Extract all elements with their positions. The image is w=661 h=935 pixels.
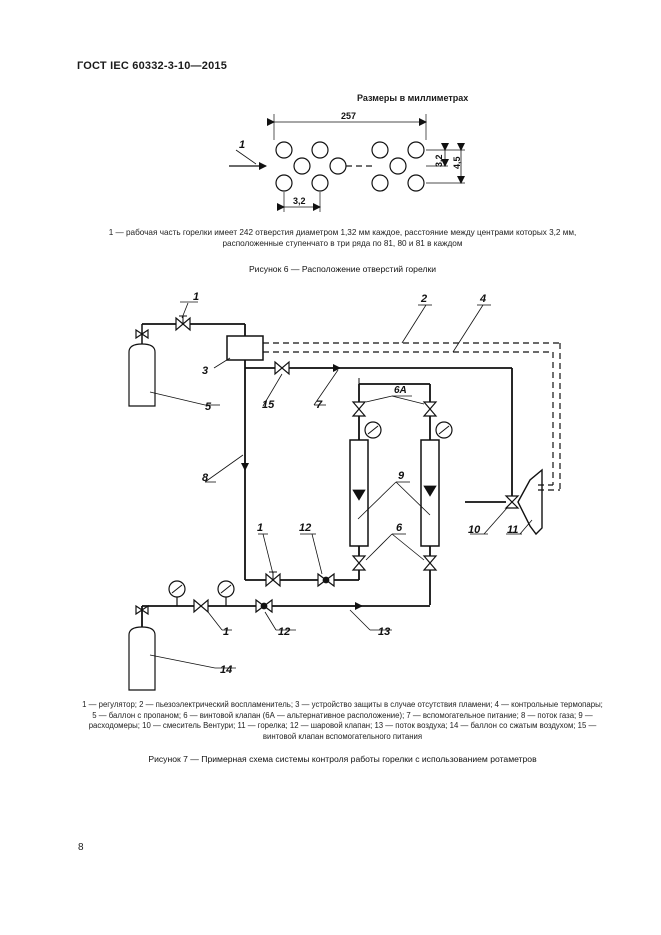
label-6-screw-valve: 6 (396, 522, 403, 534)
dim-pitch-label: 3,2 (293, 196, 306, 206)
label-1-regulator-bottom: 1 (223, 626, 229, 638)
dim-vpitch-label: 3,2 (434, 154, 444, 167)
dim-width-label: 257 (341, 111, 356, 121)
figure-6-caption: 1 — рабочая часть горелки имеет 242 отве… (108, 228, 577, 248)
fig6-label-1: 1 (239, 139, 245, 151)
page-number: 8 (78, 842, 84, 853)
label-11-burner: 11 (507, 524, 518, 536)
label-1-regulator-top: 1 (193, 291, 199, 303)
label-12-ball-valve-mid: 12 (299, 522, 311, 534)
figure-6-burner-holes (229, 114, 465, 212)
label-3-flame-device: 3 (202, 365, 208, 377)
figure-6-title: Рисунок 6 — Расположение отверстий горел… (248, 264, 437, 274)
label-15-aux-valve: 15 (262, 399, 275, 411)
label-5-propane: 5 (205, 401, 212, 413)
label-4-thermocouples: 4 (479, 293, 486, 305)
dimensions-note: Размеры в миллиметрах (357, 93, 469, 103)
document-header: ГОСТ IEC 60332-3-10—2015 (77, 60, 228, 72)
label-8-gas-flow: 8 (202, 472, 209, 484)
label-12-ball-valve-bottom: 12 (278, 626, 290, 638)
label-2-igniter: 2 (420, 293, 427, 305)
figure-7-caption: 1 — регулятор; 2 — пьезоэлектрический во… (82, 700, 603, 741)
dim-height-label: 4,5 (452, 156, 462, 169)
label-9-rotameters: 9 (398, 470, 405, 482)
label-10-venturi: 10 (468, 524, 481, 536)
figure-7-title: Рисунок 7 — Примерная схема системы конт… (148, 754, 537, 764)
label-6a-alt-valve: 6A (394, 385, 407, 396)
label-14-air-cylinder: 14 (220, 664, 232, 676)
figure-7-schematic (128, 301, 561, 691)
label-1-regulator-mid: 1 (257, 522, 263, 534)
label-7-aux-feed: 7 (316, 399, 323, 411)
label-13-air-flow: 13 (378, 626, 390, 638)
